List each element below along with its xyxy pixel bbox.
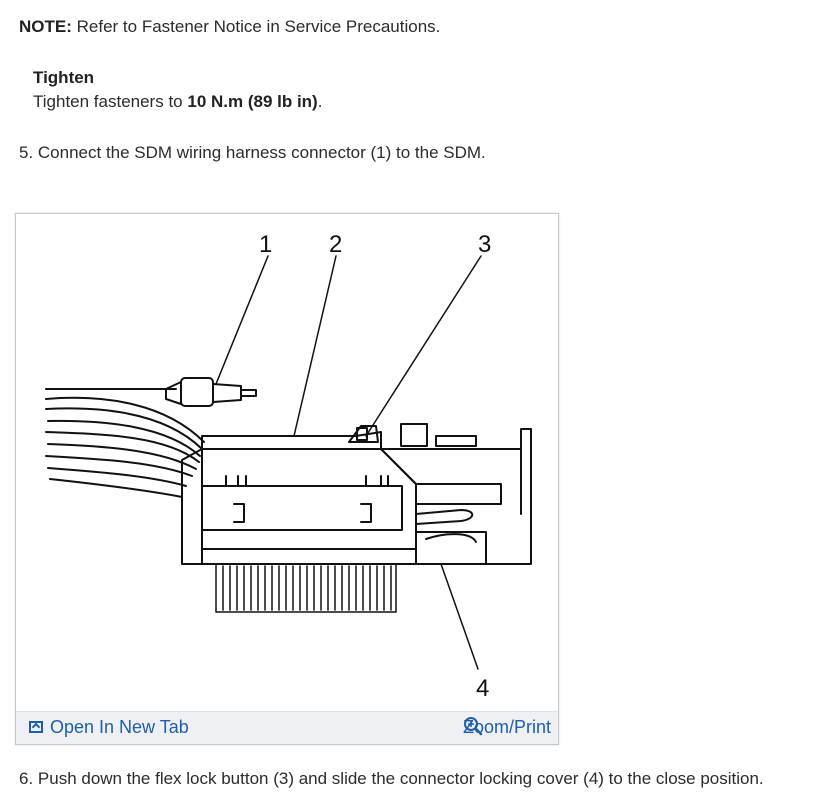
zoom-print-label: Zoom/Print	[462, 717, 551, 737]
open-tab-icon	[29, 721, 43, 733]
tighten-prefix: Tighten fasteners to	[33, 92, 188, 111]
open-in-new-tab-label: Open In New Tab	[50, 717, 189, 737]
figure-container: 1 2 3 4 Open In New Tab Zoom/Print	[15, 213, 559, 745]
torque-value: 10 N.m (89 lb in)	[187, 92, 318, 111]
wiring-harness	[45, 388, 205, 498]
callout-4: 4	[476, 675, 489, 702]
callout-3: 3	[478, 231, 491, 258]
locking-cover	[380, 428, 532, 565]
step-5: 5. Connect the SDM wiring harness connec…	[19, 143, 486, 162]
zoom-in-icon	[463, 717, 483, 736]
tighten-suffix: .	[317, 92, 323, 111]
connector-pins	[215, 563, 397, 613]
note-text: Refer to Fastener Notice in Service Prec…	[76, 17, 441, 36]
harness-tie	[165, 377, 257, 407]
note-line: NOTE: Refer to Fastener Notice in Servic…	[19, 16, 440, 38]
tighten-spec: Tighten fasteners to 10 N.m (89 lb in).	[33, 91, 322, 113]
connector-illustration: 1 2 3 4	[45, 231, 532, 702]
step-6: 6. Push down the flex lock button (3) an…	[19, 769, 764, 788]
callout-1: 1	[259, 231, 272, 258]
connector-body	[181, 431, 417, 565]
zoom-print-link[interactable]: Zoom/Print	[463, 716, 551, 738]
tighten-heading: Tighten	[33, 68, 95, 87]
open-in-new-tab-link[interactable]: Open In New Tab	[29, 716, 189, 738]
flex-lock-button	[348, 423, 477, 447]
figure-toolbar: Open In New Tab Zoom/Print	[16, 711, 558, 744]
callout-leaders	[215, 255, 482, 670]
note-label: NOTE:	[19, 17, 72, 36]
callout-2: 2	[329, 231, 342, 258]
